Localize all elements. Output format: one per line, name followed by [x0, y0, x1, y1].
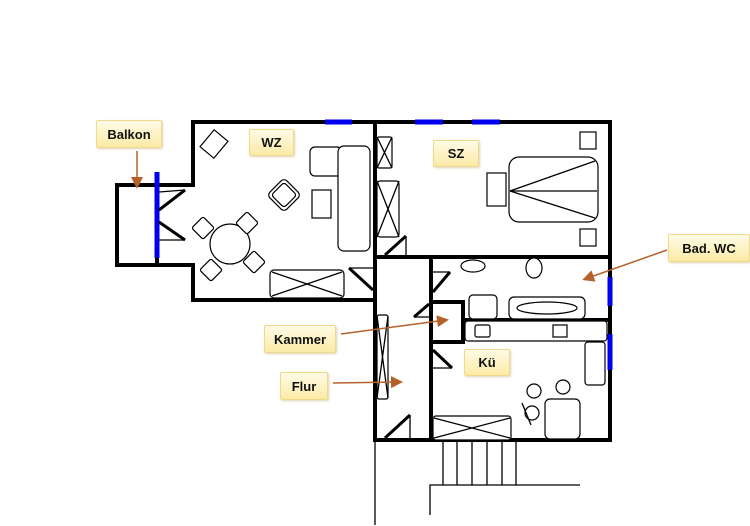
- label-arrows: [131, 151, 668, 389]
- label-bad-wc: Bad. WC: [668, 234, 750, 262]
- label-balkon: Balkon: [96, 120, 162, 148]
- label-sz: SZ: [433, 140, 479, 167]
- wz-furniture: [191, 128, 371, 299]
- windows: [154, 119, 613, 370]
- label-wz: WZ: [249, 129, 294, 156]
- stairs: [374, 440, 580, 525]
- doors: [158, 188, 454, 440]
- label-kueche: Kü: [464, 349, 510, 376]
- sz-furniture: [376, 131, 599, 247]
- label-flur: Flur: [280, 372, 328, 400]
- label-kammer: Kammer: [264, 325, 336, 353]
- kueche-furniture: [432, 320, 608, 441]
- bad-furniture: [460, 257, 586, 320]
- flur-closet: [376, 314, 389, 400]
